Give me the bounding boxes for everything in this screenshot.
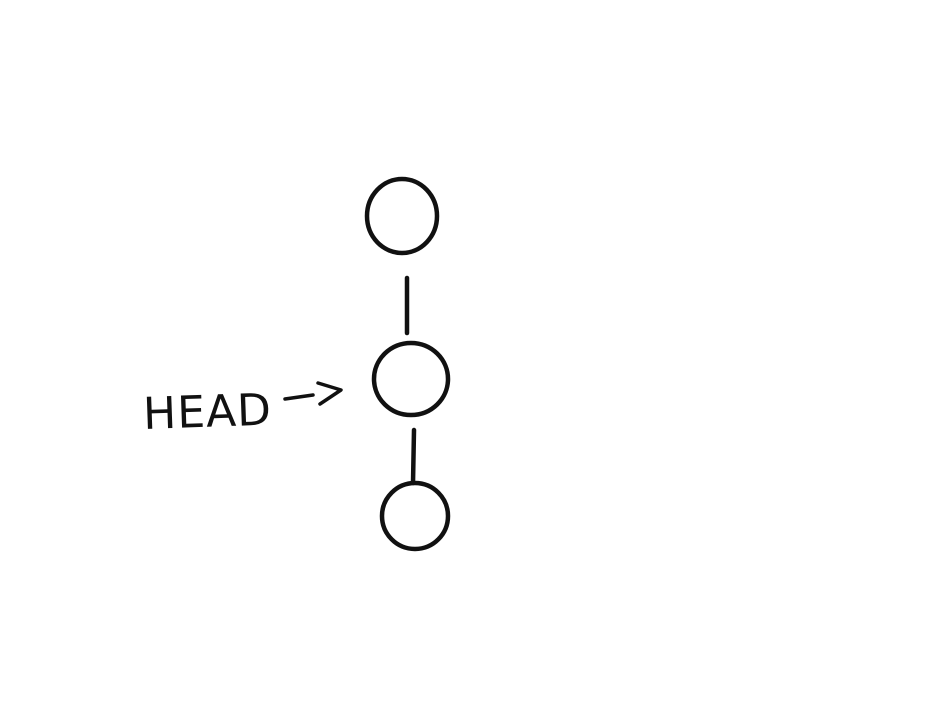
arrow-shaft	[283, 393, 315, 401]
commit-node-top	[364, 176, 440, 256]
head-pointer-arrow	[283, 381, 343, 406]
arrow-head	[316, 381, 343, 406]
commit-edge-middle-bottom	[410, 427, 417, 486]
head-label: HEAD	[142, 385, 273, 440]
commit-node-bottom	[379, 480, 451, 552]
commit-node-middle	[371, 340, 451, 418]
